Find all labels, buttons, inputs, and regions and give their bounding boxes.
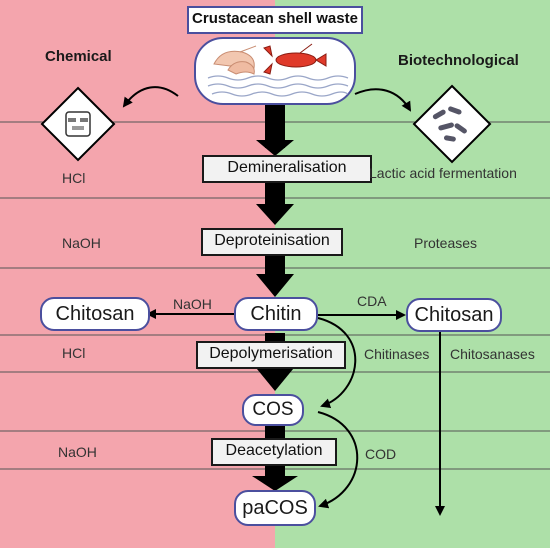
agent-cda: CDA bbox=[357, 293, 387, 309]
agent-naoh-chitosan: NaOH bbox=[173, 296, 212, 312]
agent-naoh-1: NaOH bbox=[62, 235, 101, 251]
biotechnological-title: Biotechnological bbox=[398, 52, 519, 69]
chemical-title: Chemical bbox=[45, 48, 112, 65]
agent-proteases: Proteases bbox=[414, 235, 478, 251]
agent-cod: COD bbox=[365, 446, 397, 462]
product-cos: COS bbox=[242, 394, 304, 426]
shrimp-lobster-illustration bbox=[207, 43, 349, 97]
arrow-chitinases bbox=[317, 317, 357, 409]
step-deacetylation: Deacetylation bbox=[211, 438, 337, 466]
main-flow-arrow bbox=[252, 104, 298, 491]
step-demineralisation: Demineralisation bbox=[202, 155, 372, 183]
step-deproteinisation: Deproteinisation bbox=[201, 228, 343, 256]
agent-hcl-1: HCl bbox=[62, 170, 86, 186]
agent-naoh-2: NaOH bbox=[58, 444, 97, 460]
lab-glassware-icon bbox=[40, 86, 116, 162]
agent-hcl-2: HCl bbox=[62, 345, 86, 361]
agent-chitosanases: Chitosanases bbox=[450, 346, 535, 362]
product-chitosan-left: Chitosan bbox=[40, 297, 150, 331]
arrow-to-chemical bbox=[122, 86, 179, 108]
product-pacos: paCOS bbox=[234, 490, 316, 526]
title-box: Crustacean shell waste bbox=[187, 6, 363, 34]
step-depolymerisation: Depolymerisation bbox=[196, 341, 346, 369]
bacteria-icon bbox=[412, 84, 492, 164]
product-chitin: Chitin bbox=[234, 297, 318, 331]
arrow-cod bbox=[317, 411, 359, 509]
product-chitosan-right: Chitosan bbox=[406, 298, 502, 332]
agent-chitinases: Chitinases bbox=[364, 346, 430, 362]
arrow-to-bio bbox=[354, 88, 412, 112]
agent-lactic-fermentation: Lactic acid fermentation bbox=[369, 165, 517, 181]
